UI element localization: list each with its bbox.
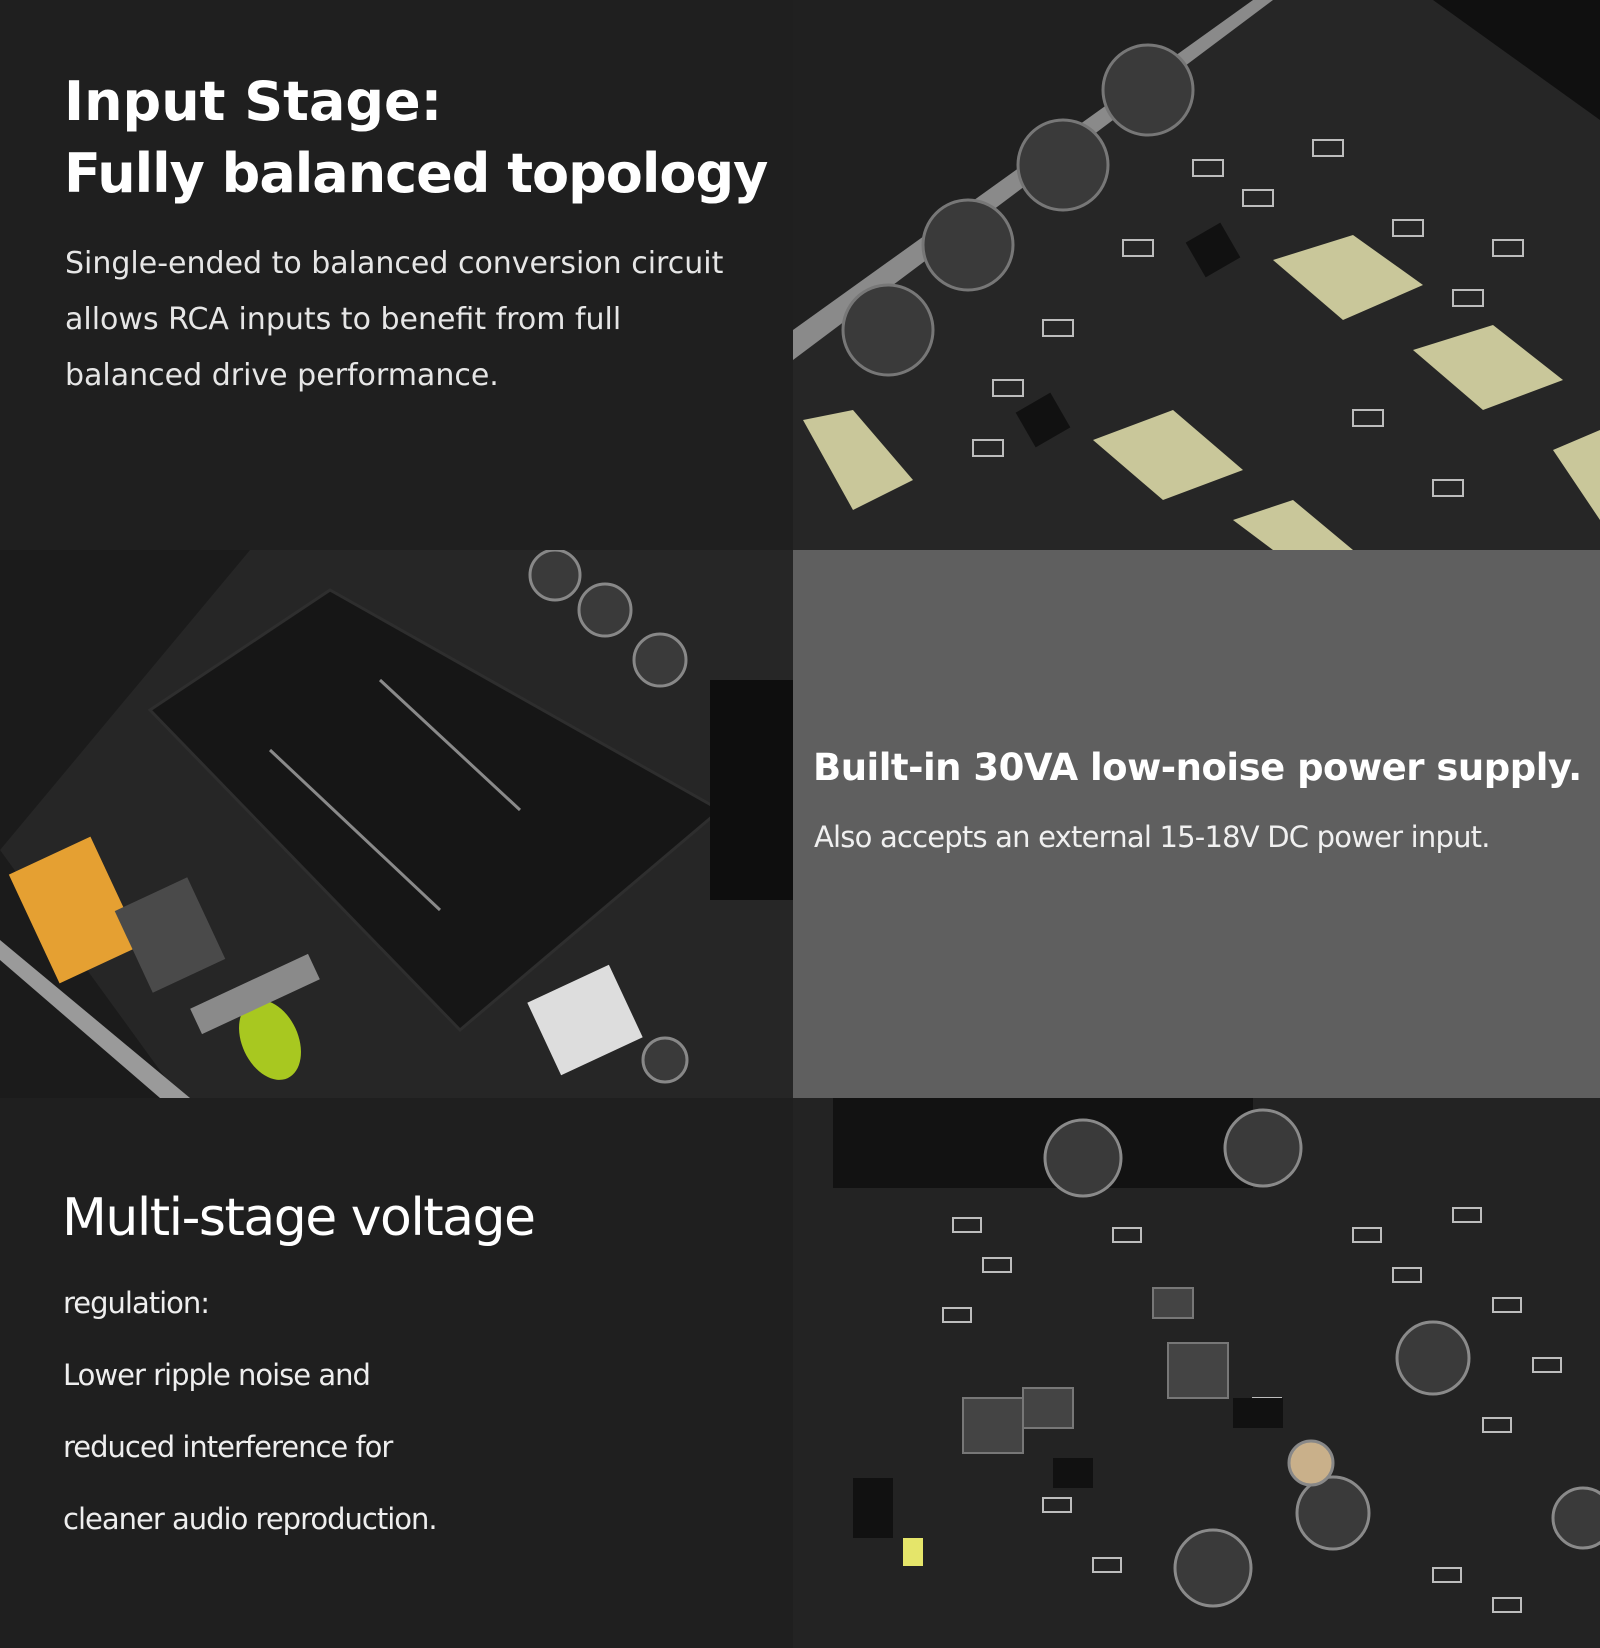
input-stage-panel: Input Stage: Fully balanced topology Sin… [0, 0, 793, 550]
input-stage-body-line: balanced drive performance. [65, 358, 499, 393]
voltage-regulation-title: Multi-stage voltage [62, 1188, 536, 1248]
input-stage-title-line2: Fully balanced topology [64, 142, 768, 205]
voltage-regulation-body-line: regulation: [63, 1286, 210, 1320]
voltage-regulation-body-line: cleaner audio reproduction. [63, 1502, 438, 1536]
voltage-regulation-body-line: Lower ripple noise and [63, 1358, 371, 1392]
regulation-pcb-photo [793, 1098, 1600, 1648]
power-supply-subtitle: Also accepts an external 15-18V DC power… [814, 820, 1490, 854]
power-supply-title: Built-in 30VA low-noise power supply. [813, 746, 1582, 789]
voltage-regulation-panel: Multi-stage voltage regulation: Lower ri… [0, 1098, 793, 1648]
input-stage-pcb-photo [793, 0, 1600, 550]
power-module-photo [0, 550, 793, 1098]
input-stage-body-line: Single-ended to balanced conversion circ… [65, 246, 724, 281]
voltage-regulation-body-line: reduced interference for [63, 1430, 393, 1464]
input-stage-body-line: allows RCA inputs to benefit from full [65, 302, 622, 337]
input-stage-title-line1: Input Stage: [64, 70, 443, 133]
power-supply-panel: Built-in 30VA low-noise power supply. Al… [793, 550, 1600, 1098]
